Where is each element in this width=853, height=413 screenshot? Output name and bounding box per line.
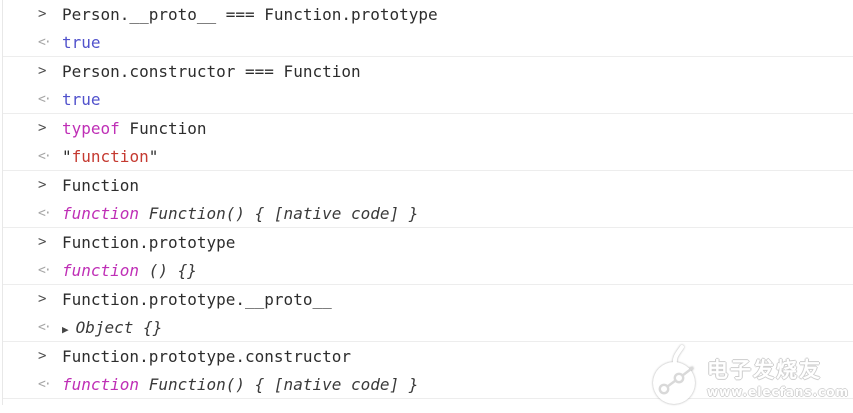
output-return-icon: <· xyxy=(38,34,52,50)
output-return-icon: <· xyxy=(38,376,52,392)
console-input-expression: Function.prototype.__proto__ xyxy=(62,290,332,309)
console-result-row: <· "function" xyxy=(3,142,853,170)
console-result-row: <· function () {} xyxy=(3,256,853,284)
output-return-icon: <· xyxy=(38,148,52,164)
output-return-icon: <· xyxy=(38,319,52,335)
console-result-row: <· function Function() { [native code] } xyxy=(3,199,853,227)
code-token: " xyxy=(148,146,159,166)
console-result-value: function Function() { [native code] } xyxy=(62,375,418,394)
code-token: function xyxy=(71,146,149,166)
output-return-icon: <· xyxy=(38,205,52,221)
console-entry: > Function <· function Function() { [nat… xyxy=(3,171,853,228)
console-result-value: true xyxy=(62,33,101,52)
console-input-row: > Function.prototype.constructor xyxy=(3,342,853,370)
code-token: Function xyxy=(119,118,207,138)
code-token: Person.constructor === Function xyxy=(62,61,361,81)
code-token: () {} xyxy=(139,260,197,280)
console-entry: > typeof Function <· "function" xyxy=(3,114,853,171)
code-token: function xyxy=(62,374,140,394)
input-chevron-icon: > xyxy=(38,6,47,22)
console-input-expression: Person.__proto__ === Function.prototype xyxy=(62,5,438,24)
console-result-value: function () {} xyxy=(62,261,197,280)
input-chevron-icon: > xyxy=(38,291,47,307)
console-result-value: function Function() { [native code] } xyxy=(62,204,418,223)
console-input-row: > Person.__proto__ === Function.prototyp… xyxy=(3,0,853,28)
code-token: typeof xyxy=(62,118,120,138)
console-input-expression: Function xyxy=(62,176,139,195)
output-return-icon: <· xyxy=(38,262,52,278)
console-input-row: > Person.constructor === Function xyxy=(3,57,853,85)
input-chevron-icon: > xyxy=(38,348,47,364)
code-token: function xyxy=(62,203,140,223)
console-result-row: <· true xyxy=(3,85,853,113)
code-token: Function.prototype.__proto__ xyxy=(62,289,332,309)
code-token: " xyxy=(62,146,72,166)
panel-edge-divider xyxy=(2,0,3,405)
console-input-expression: typeof Function xyxy=(62,119,207,138)
code-token: Function xyxy=(62,175,140,195)
input-chevron-icon: > xyxy=(38,63,47,79)
expand-triangle-icon[interactable]: ▶ xyxy=(62,322,69,336)
console-input-expression: Function.prototype.constructor xyxy=(62,347,351,366)
code-token: Function() { [native code] } xyxy=(139,203,419,223)
console-log-area: > Person.__proto__ === Function.prototyp… xyxy=(3,0,853,399)
console-input-row: > Function xyxy=(3,171,853,199)
code-token: function xyxy=(62,260,140,280)
code-token: Person.__proto__ === Function.prototype xyxy=(62,4,438,24)
code-token: Function.prototype xyxy=(62,232,236,252)
console-entry: > Function.prototype.constructor <· func… xyxy=(3,342,853,399)
console-result-row: <· function Function() { [native code] } xyxy=(3,370,853,398)
console-result-row: <· true xyxy=(3,28,853,56)
console-input-expression: Function.prototype xyxy=(62,233,235,252)
input-chevron-icon: > xyxy=(38,177,47,193)
console-result-value: ▶ Object {} xyxy=(62,318,162,337)
input-chevron-icon: > xyxy=(38,234,47,250)
console-entry: > Person.__proto__ === Function.prototyp… xyxy=(3,0,853,57)
input-chevron-icon: > xyxy=(38,120,47,136)
code-token: Function() { [native code] } xyxy=(139,374,419,394)
console-result-value: "function" xyxy=(62,147,158,166)
code-token: Function.prototype.constructor xyxy=(62,346,351,366)
output-return-icon: <· xyxy=(38,91,52,107)
console-entry: > Function.prototype.__proto__ <· ▶ Objec… xyxy=(3,285,853,342)
console-result-row: <· ▶ Object {} xyxy=(3,313,853,341)
code-token: true xyxy=(62,89,101,109)
console-input-row: > typeof Function xyxy=(3,114,853,142)
code-token: true xyxy=(62,32,101,52)
console-input-expression: Person.constructor === Function xyxy=(62,62,361,81)
console-entry: > Function.prototype <· function () {} xyxy=(3,228,853,285)
console-input-row: > Function.prototype xyxy=(3,228,853,256)
console-input-row: > Function.prototype.__proto__ xyxy=(3,285,853,313)
console-entry: > Person.constructor === Function <· tru… xyxy=(3,57,853,114)
console-result-value: true xyxy=(62,90,101,109)
code-token: Object {} xyxy=(75,317,163,337)
